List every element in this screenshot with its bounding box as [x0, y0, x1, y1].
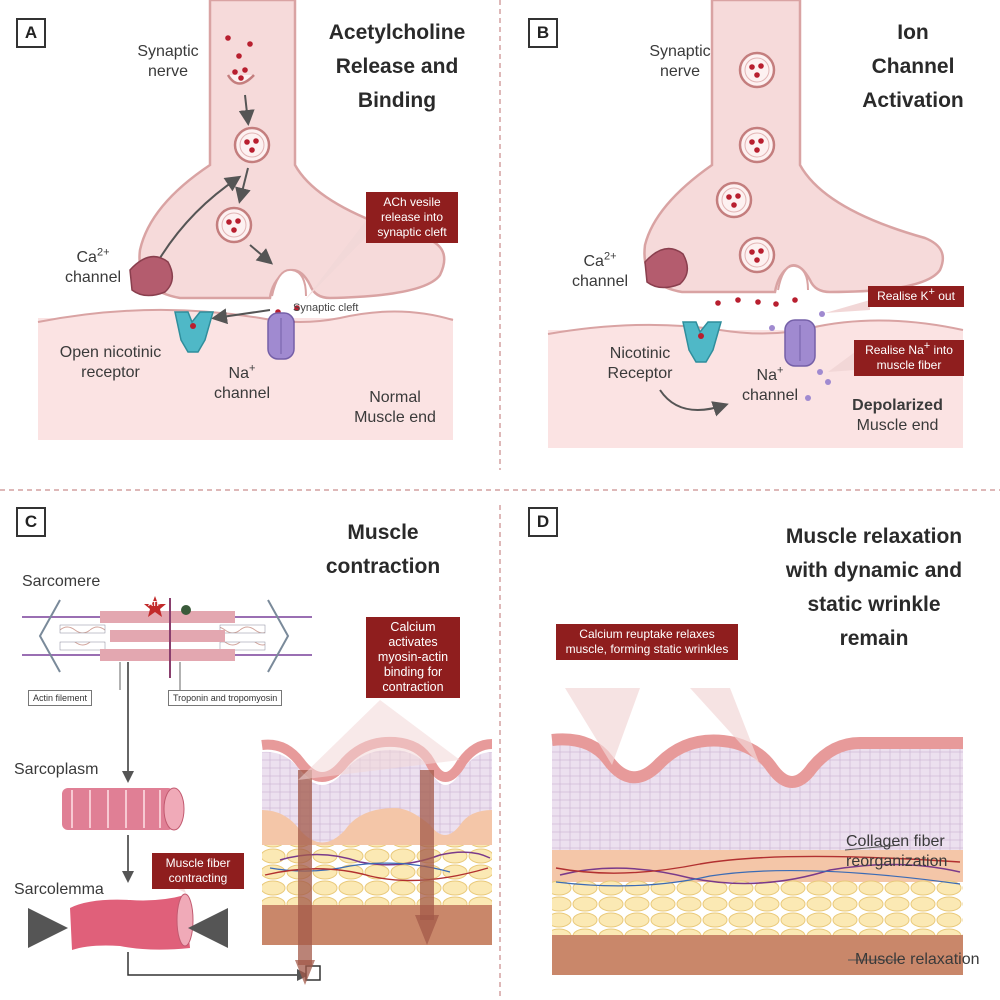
vesicle	[233, 126, 271, 164]
panel-c-graphic	[22, 596, 493, 985]
ach-release-callout-a: ACh vesile release into synaptic cleft	[366, 192, 458, 243]
ca-channel-label-b: Ca2+ channel	[571, 250, 629, 290]
na-channel-label-a: Na+ channel	[213, 362, 271, 402]
sarcoplasm-graphic	[62, 787, 185, 831]
calcium-activates-callout: Calcium activates myosin-actin binding f…	[366, 617, 460, 698]
ca-channel-a	[129, 255, 174, 297]
vesicle	[738, 126, 776, 164]
panel-label-a: A	[16, 18, 46, 48]
na-channel-label-b: Na+ channel	[741, 364, 799, 404]
sarcolemma-label: Sarcolemma	[14, 881, 104, 898]
synaptic-cleft-label: Synaptic cleft	[293, 302, 359, 314]
muscle-relaxation-label: Muscle relaxation	[855, 951, 980, 968]
nicotinic-receptor-a	[174, 311, 214, 353]
atp-label: ATP	[148, 601, 162, 608]
vesicle	[738, 51, 776, 89]
ca-channel-b	[644, 247, 689, 289]
panel-label-c: C	[16, 507, 46, 537]
calcium-reuptake-callout: Calcium reuptake relaxes muscle, forming…	[556, 624, 738, 660]
panel-d-graphic	[551, 688, 963, 975]
panel-label-d: D	[528, 507, 558, 537]
panel-b-graphic	[547, 0, 964, 448]
sarcomere-label: Sarcomere	[22, 573, 101, 590]
release-na-callout: Realise Na+ into muscle fiber	[854, 340, 964, 376]
nerve-terminal-b	[643, 0, 945, 294]
vesicle	[215, 206, 253, 244]
sarcoplasm-label: Sarcoplasm	[14, 761, 99, 778]
panel-label-b: B	[528, 18, 558, 48]
ca-channel-label-a: Ca2+ channel	[64, 246, 122, 286]
troponin-tropomyosin-label: Troponin and tropomyosin	[168, 690, 283, 706]
sarcomere-graphic	[22, 596, 312, 690]
muscle-end-a	[38, 318, 453, 440]
actin-filament-label: Actin filement	[28, 690, 93, 706]
skin-section-c	[261, 700, 493, 985]
release-k-callout: Realise K+ out	[868, 286, 964, 307]
vesicle	[738, 236, 776, 274]
nicotinic-receptor-b	[682, 321, 722, 363]
vesicle	[715, 181, 753, 219]
muscle-fiber-contracting-callout: Muscle fiber contracting	[152, 853, 244, 889]
